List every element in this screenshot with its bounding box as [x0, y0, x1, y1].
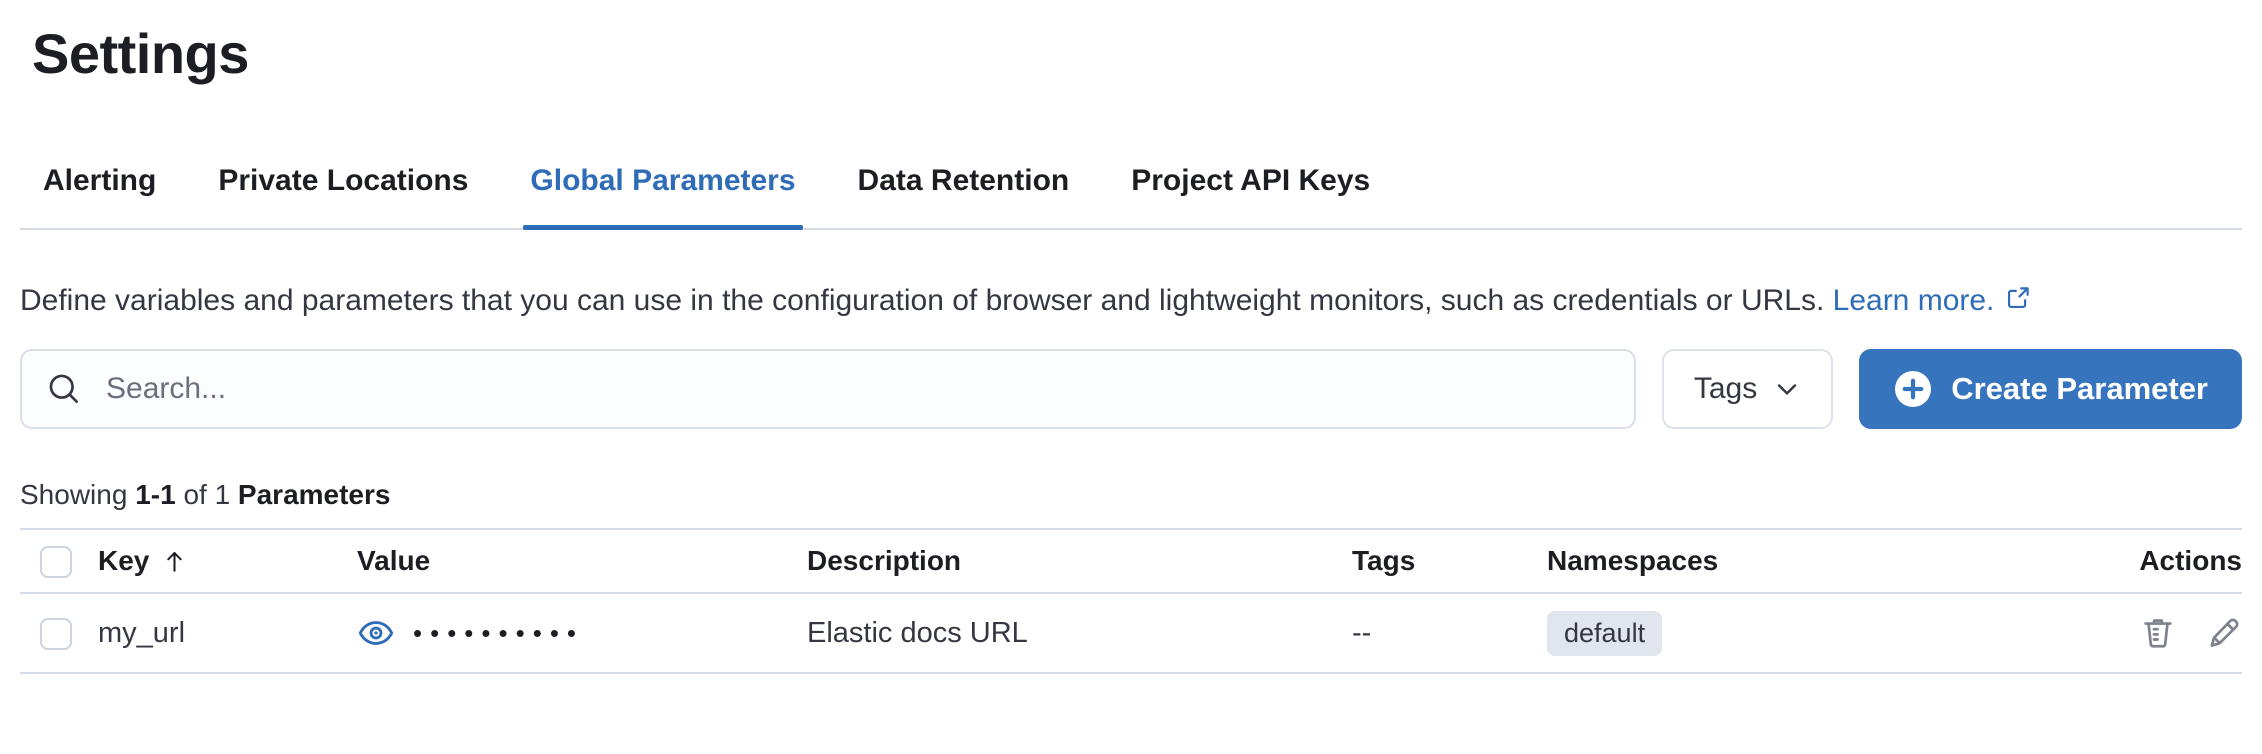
- tab-data-retention[interactable]: Data Retention: [857, 164, 1070, 197]
- pencil-icon: [2206, 615, 2242, 651]
- reveal-value-button[interactable]: [357, 614, 395, 652]
- learn-more-link[interactable]: Learn more.: [1833, 284, 2032, 317]
- search-input[interactable]: [20, 349, 1636, 429]
- delete-parameter-button[interactable]: [2140, 615, 2176, 651]
- tags-filter-label: Tags: [1693, 372, 1758, 405]
- search-box: [20, 349, 1636, 429]
- param-namespaces-cell: default: [1547, 610, 2140, 656]
- eye-icon: [357, 614, 395, 652]
- column-header-namespaces[interactable]: Namespaces: [1547, 545, 1719, 576]
- page-description: Define variables and parameters that you…: [20, 276, 2220, 327]
- learn-more-label: Learn more.: [1832, 284, 1995, 317]
- column-header-value[interactable]: Value: [357, 545, 431, 576]
- tags-filter-button[interactable]: Tags: [1661, 349, 1834, 429]
- plus-in-circle-icon: [1893, 369, 1933, 409]
- parameters-toolbar: Tags Create Parameter: [20, 349, 2242, 429]
- chevron-down-icon: [1773, 375, 1801, 403]
- create-parameter-button[interactable]: Create Parameter: [1859, 349, 2242, 429]
- masked-value: ••••••••••: [413, 617, 585, 648]
- summary-of: of 1: [183, 479, 231, 510]
- summary-entity: Parameters: [237, 479, 391, 510]
- tab-private-locations[interactable]: Private Locations: [218, 164, 469, 197]
- sort-ascending-icon: [161, 548, 188, 575]
- table-header-row: Key Value Description Tags Namespaces Ac…: [20, 530, 2242, 594]
- summary-range: 1-1: [135, 479, 176, 510]
- column-header-description[interactable]: Description: [807, 545, 962, 576]
- results-summary: Showing 1-1 of 1 Parameters: [20, 479, 2242, 511]
- param-value-cell: ••••••••••: [357, 614, 807, 652]
- settings-tabs: Alerting Private Locations Global Parame…: [20, 164, 2242, 230]
- param-description: Elastic docs URL: [807, 616, 1028, 649]
- external-link-icon: [2004, 278, 2031, 327]
- param-key: my_url: [98, 616, 186, 649]
- column-header-actions: Actions: [2139, 545, 2242, 576]
- edit-parameter-button[interactable]: [2206, 615, 2242, 651]
- namespace-badge: default: [1547, 610, 1663, 656]
- trash-icon: [2140, 615, 2176, 651]
- summary-showing: Showing: [20, 479, 128, 510]
- parameters-table: Key Value Description Tags Namespaces Ac…: [20, 528, 2242, 674]
- tab-global-parameters[interactable]: Global Parameters: [523, 164, 803, 230]
- tab-alerting[interactable]: Alerting: [43, 164, 157, 197]
- page-title: Settings: [32, 22, 249, 85]
- description-text: Define variables and parameters that you…: [20, 284, 1825, 317]
- param-tags: --: [1352, 616, 1372, 649]
- select-all-checkbox[interactable]: [40, 545, 72, 578]
- column-header-tags[interactable]: Tags: [1352, 545, 1416, 576]
- tab-project-api-keys[interactable]: Project API Keys: [1131, 164, 1371, 197]
- row-checkbox-cell: [20, 616, 98, 650]
- column-header-key[interactable]: Key: [98, 545, 357, 577]
- search-icon: [46, 371, 82, 407]
- column-header-key-label: Key: [98, 545, 150, 576]
- settings-page: Settings Alerting Private Locations Glob…: [20, 22, 2242, 674]
- header-checkbox-cell: [20, 544, 98, 578]
- row-checkbox[interactable]: [40, 617, 72, 650]
- create-parameter-label: Create Parameter: [1951, 371, 2208, 406]
- table-row: my_url •••••••••• Elastic docs URL -- de: [20, 594, 2242, 674]
- row-actions: [2140, 615, 2242, 651]
